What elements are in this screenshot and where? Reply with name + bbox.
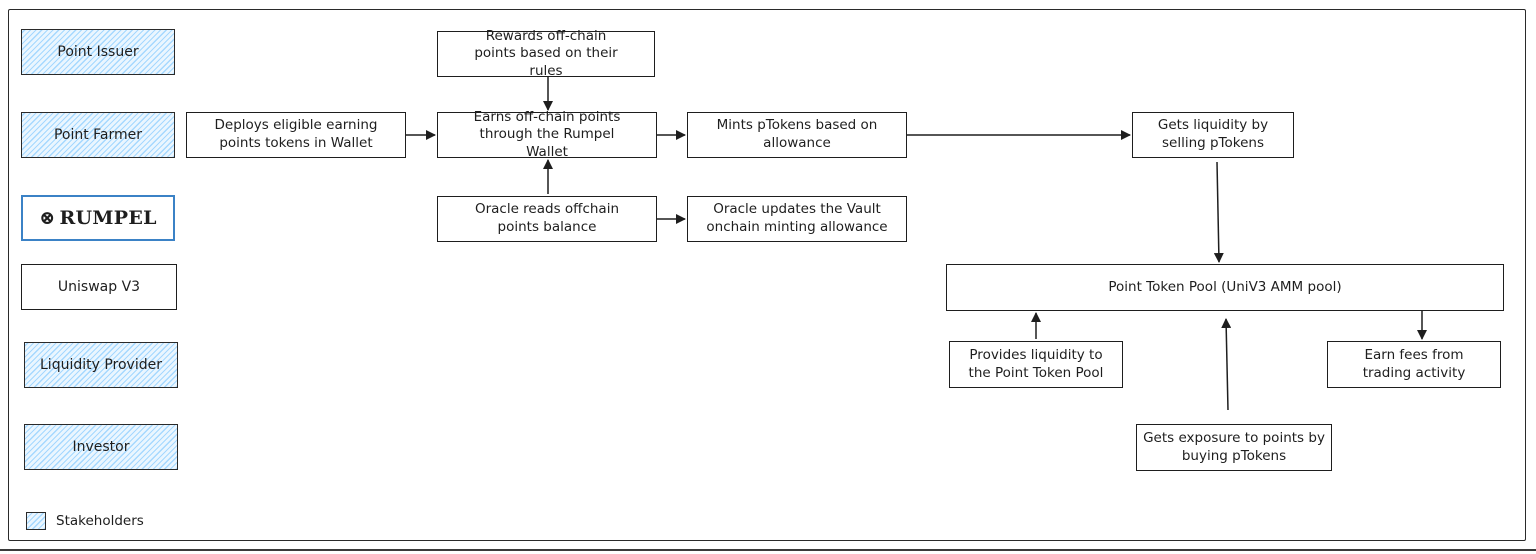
step-gets-exposure: Gets exposure to points by buying pToken… — [1136, 424, 1332, 471]
stakeholder-liquidity-provider: Liquidity Provider — [24, 342, 178, 388]
step-earn-fees: Earn fees from trading activity — [1327, 341, 1501, 388]
rumpel-name: RUMPEL — [59, 206, 157, 229]
stakeholder-point-issuer: Point Issuer — [21, 29, 175, 75]
step-oracle-updates: Oracle updates the Vault onchain minting… — [687, 196, 907, 242]
step-provides-liquidity: Provides liquidity to the Point Token Po… — [949, 341, 1123, 388]
arrow-liquidity-to-pool — [1213, 161, 1224, 263]
rumpel-symbol-icon: ⊗ — [39, 206, 56, 229]
step-point-token-pool: Point Token Pool (UniV3 AMM pool) — [946, 264, 1504, 311]
step-deploys: Deploys eligible earning points tokens i… — [186, 112, 406, 158]
bottom-border-line — [0, 549, 1536, 551]
stakeholder-investor: Investor — [24, 424, 178, 470]
stakeholder-rumpel-logo: ⊗ RUMPEL — [21, 195, 175, 241]
step-rewards: Rewards off-chain points based on their … — [437, 28, 655, 79]
legend-label: Stakeholders — [56, 513, 144, 529]
step-mints: Mints pTokens based on allowance — [687, 112, 907, 158]
step-oracle-reads: Oracle reads offchain points balance — [437, 196, 657, 242]
legend-swatch — [26, 512, 46, 530]
diagram-frame — [8, 9, 1526, 541]
step-gets-liquidity: Gets liquidity by selling pTokens — [1132, 112, 1294, 158]
step-earns: Earns off-chain points through the Rumpe… — [437, 109, 657, 160]
stakeholder-uniswap: Uniswap V3 — [21, 264, 177, 310]
stakeholder-point-farmer: Point Farmer — [21, 112, 175, 158]
arrow-exposure-to-pool — [1221, 318, 1232, 411]
